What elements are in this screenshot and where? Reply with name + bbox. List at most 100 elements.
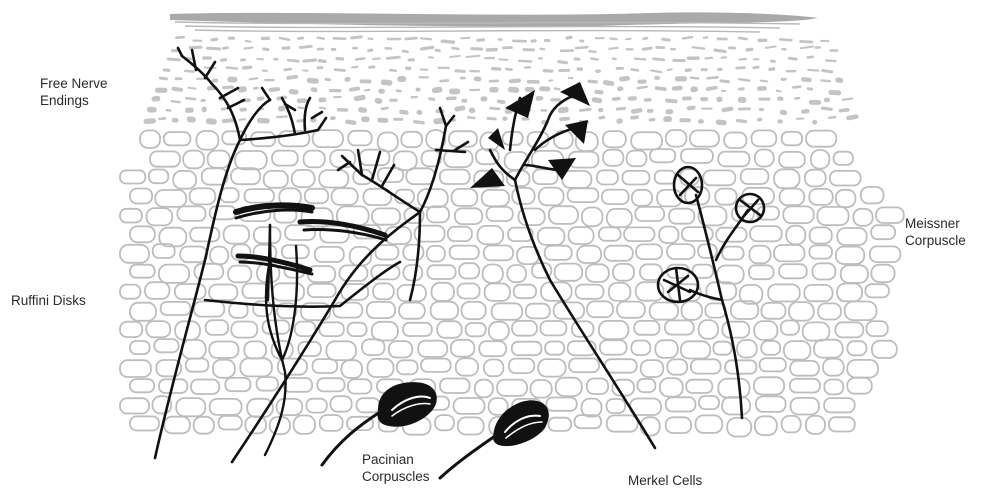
epidermis-dash [715,119,727,125]
epidermis-dash [367,38,373,40]
dermis-cell [242,284,268,299]
epidermis-dash [521,117,529,121]
dermis-cell [555,264,583,281]
dermis-cell [326,341,356,360]
dermis-cell [631,341,650,356]
epidermis-dash [222,46,229,50]
epidermis-dash [498,58,508,61]
epidermis-dash [437,67,449,69]
dermis-cell [546,398,577,411]
epidermis-dash [465,55,480,58]
dermis-cell [313,130,343,147]
epidermis-dash [544,39,551,42]
dermis-cell [219,416,242,430]
epidermis-dash [701,68,708,71]
epidermis-dash [420,68,428,71]
dermis-cell [627,151,647,167]
dermis-cell [871,265,894,282]
dermis-cell [774,169,799,188]
dermis-cell [459,263,479,278]
epidermis-dash [612,97,621,102]
epidermis-dash [318,97,326,102]
dermis-cell [224,226,250,244]
dermis-cell [741,169,769,184]
label-meissner-corpuscle-line2: Corpuscle [905,232,966,249]
meissner-corpuscle [658,167,764,418]
dermis-cell [791,398,820,415]
epidermis-dash [665,98,678,103]
dermis-cell [437,321,462,338]
dermis-cell [810,227,832,243]
epidermis-dash [212,79,218,83]
label-pacinian-corpuscles: Pacinian Corpuscles [362,451,430,485]
dermis-cell [666,417,691,433]
dermis-cell [631,132,662,149]
epidermis-dash [652,57,665,61]
epidermis-dash [165,109,171,112]
epidermis-dash [665,109,673,114]
epidermis-dash [393,118,403,121]
epidermis-dash [389,69,397,73]
epidermis-dash [594,90,604,95]
epidermis-dash [523,48,535,51]
dermis-cell [454,398,485,414]
dermis-cell [539,188,564,206]
epidermis-dash [625,38,632,41]
epidermis-dash [451,47,460,51]
epidermis-dash [185,97,197,101]
dermis-cell [853,209,872,226]
dermis-cell [847,360,878,378]
epidermis-dash [416,87,421,91]
dermis-cell [399,303,425,319]
epidermis-dash [518,59,533,62]
epidermis-dash [828,90,841,96]
dermis-cell [487,207,513,221]
epidermis-dash [262,47,270,51]
epidermis-dash [557,106,569,113]
epidermis-dash [175,36,185,40]
epidermis-dash [539,47,545,50]
dermis-cell [376,245,399,259]
dermis-cell [847,378,872,394]
dermis-cell [526,304,550,319]
epidermis-dash [814,46,821,49]
epidermis-dash [579,108,592,112]
label-ruffini-disks: Ruffini Disks [11,292,86,309]
dermis-cell [617,302,645,318]
dermis-cell [722,322,749,338]
dermis-cell [779,264,807,278]
epidermis-dash [777,119,783,123]
epidermis-dash [739,58,748,61]
dermis-cell [497,380,527,396]
dermis-cell [717,266,744,284]
dermis-cell [378,133,398,152]
dermis-cell [145,282,169,299]
epidermis-dash [374,97,382,104]
epidermis-dash [256,58,264,61]
dermis-cell [175,284,206,299]
dermis-cell [210,247,228,265]
dermis-cell [861,187,884,203]
dermis-cell [872,341,897,358]
epidermis-dash [704,57,713,60]
epidermis-dash [497,99,506,104]
dermis-cell [362,339,385,355]
dermis-cell [458,284,480,299]
dermis-cell [208,151,230,168]
epidermis-dash [757,86,767,91]
dermis-cell [492,303,523,320]
epidermis-dash [728,46,736,49]
dermis-cell [173,171,196,189]
dermis-cell [146,321,170,337]
dermis-cell [760,358,786,371]
dermis-cell [703,170,735,185]
dermis-cell [164,417,190,434]
dermis-cell [538,359,565,377]
epidermis-dash [489,87,498,93]
dermis-cell [755,416,777,435]
dermis-cell [782,132,803,145]
dermis-cell [786,226,805,245]
epidermis-dash [257,96,265,101]
dermis-cell [641,360,664,377]
epidermis-dash [626,48,634,51]
